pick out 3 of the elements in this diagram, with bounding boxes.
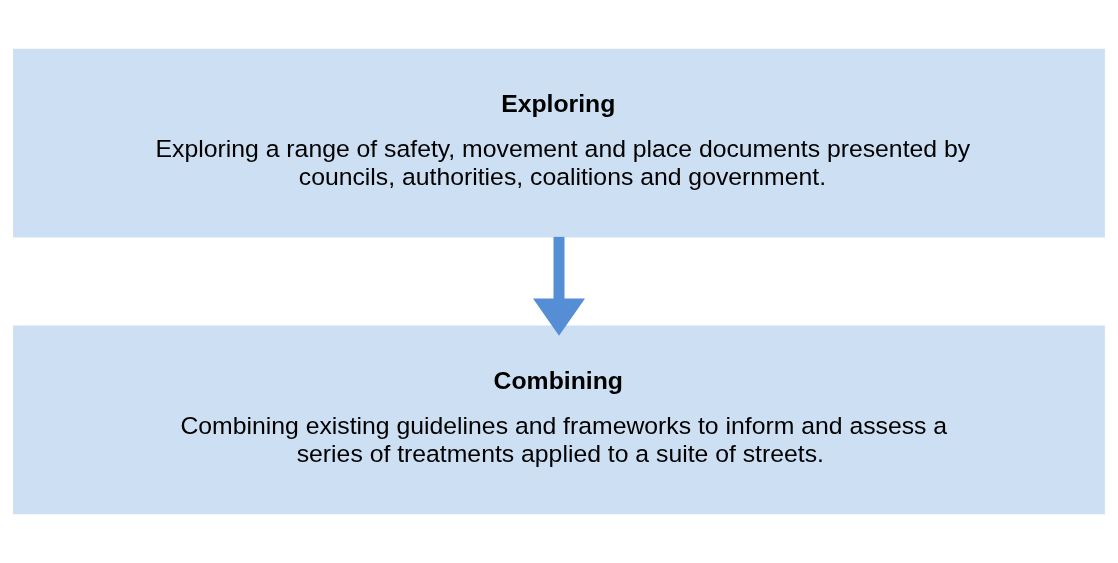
node-box: Exploring Exploring a range of safety, movement and place documents presented by councils, authorities, coalitions and government. — [13, 48, 1105, 238]
node-box: Combining Combining existing guidelines and frameworks to inform and assess a series of treatments applied to a suite of streets. — [13, 325, 1105, 515]
arrow — [533, 236, 585, 336]
